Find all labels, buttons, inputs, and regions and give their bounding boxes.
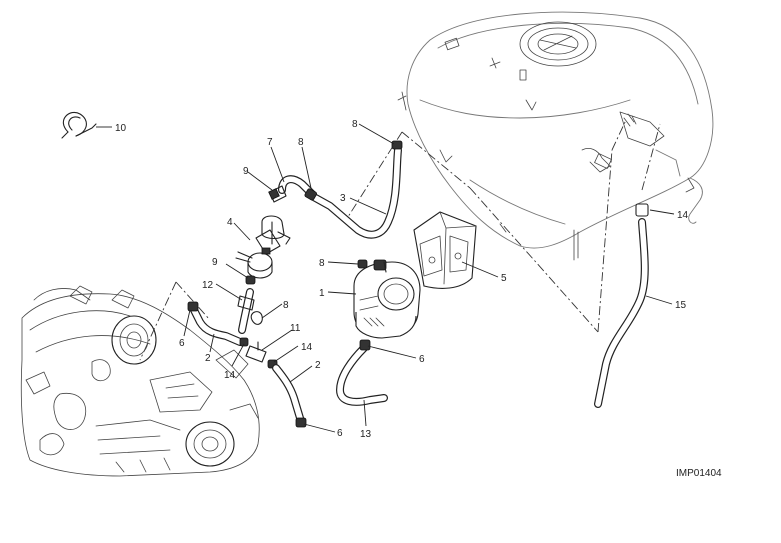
callout-6-bottom: 6 [337, 428, 343, 439]
leader-lines [96, 123, 675, 433]
callout-8-clip: 8 [283, 300, 289, 311]
evap-canister [353, 259, 421, 339]
callout-13: 13 [360, 429, 372, 440]
canister-bracket [413, 211, 477, 289]
callout-2-right: 2 [315, 360, 321, 371]
callout-11: 11 [290, 323, 301, 334]
fuel-cap [519, 21, 597, 67]
callout-14-mid: 14 [301, 342, 313, 353]
callout-6-left: 6 [179, 338, 185, 349]
callout-1: 1 [319, 288, 325, 299]
connector-upper [268, 185, 287, 203]
hose-tank-vent [594, 203, 649, 408]
callout-4: 4 [227, 217, 233, 228]
callout-6-canister: 6 [419, 354, 425, 365]
throttle-body-rear [185, 421, 235, 467]
callout-10: 10 [115, 123, 127, 134]
t-connector [239, 337, 278, 369]
callout-labels: 10 7 8 8 9 3 4 8 9 12 8 1 5 11 6 2 14 14… [115, 119, 689, 440]
callout-9-upper: 9 [243, 166, 249, 177]
fitting-top-hose [304, 188, 317, 201]
fuel-tank [397, 11, 714, 261]
callout-14-left: 14 [224, 370, 236, 381]
diagram-reference-code: IMP01404 [676, 468, 722, 479]
callout-2-left: 2 [205, 353, 211, 364]
hose-engine-right [272, 364, 307, 428]
hose-bracket [237, 288, 255, 334]
engine-block [20, 285, 260, 477]
tank-vent-valve [619, 111, 665, 147]
callout-14-right: 14 [677, 210, 689, 221]
connector-lower [245, 275, 256, 285]
hose-engine-left [187, 301, 244, 346]
callout-8-top: 8 [298, 137, 304, 148]
callout-12: 12 [202, 280, 214, 291]
callout-8-canister: 8 [319, 258, 325, 269]
fitting-upper [391, 140, 403, 150]
throttle-body [111, 315, 157, 365]
clip-small [250, 311, 263, 325]
hose-canister-drain [336, 339, 388, 406]
callout-9-lower: 9 [212, 257, 218, 268]
callout-5: 5 [501, 273, 507, 284]
hose-tank-return [308, 146, 402, 239]
callout-7: 7 [267, 137, 273, 148]
callout-15: 15 [675, 300, 687, 311]
callout-8-upper: 8 [352, 119, 358, 130]
hose-clamp [61, 112, 97, 139]
callout-3: 3 [340, 193, 346, 204]
purge-valve [235, 215, 291, 279]
